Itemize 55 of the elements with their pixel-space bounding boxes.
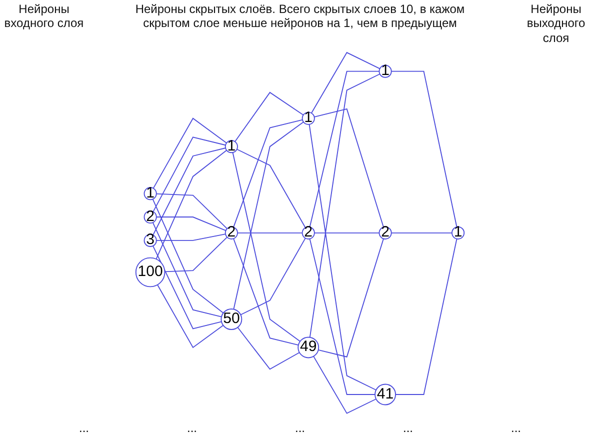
connector (152, 246, 222, 330)
node-circle: 2 (302, 226, 315, 240)
connector (237, 232, 303, 234)
connector (233, 238, 299, 346)
connector (152, 222, 222, 318)
connector (152, 136, 226, 212)
connector (314, 108, 384, 228)
node-circle: 49 (298, 336, 320, 358)
connector (152, 148, 226, 236)
connector (237, 327, 300, 370)
connector (232, 152, 301, 342)
node-circle: 2 (224, 226, 238, 240)
connector (313, 356, 377, 414)
connector (234, 92, 304, 142)
connector (156, 284, 224, 348)
connector (390, 232, 452, 234)
column-heading: Нейроны входного слоя (4, 2, 84, 31)
column-heading: Нейроны скрытых слоёв. Всего скрытых слоев 10, в кажом скрытом слое меньше нейронов на 1, чем в предыущем (135, 2, 465, 31)
connector (156, 216, 226, 232)
connector (240, 238, 306, 316)
connector (236, 148, 306, 228)
connector (156, 194, 228, 230)
connector (156, 150, 228, 260)
connector (390, 71, 458, 228)
ellipsis-text: ... (186, 421, 197, 435)
connector (308, 124, 377, 391)
node-circle: 1 (378, 64, 392, 78)
connector (164, 236, 228, 272)
connector (233, 120, 303, 228)
connector (233, 122, 304, 310)
connector (310, 52, 380, 114)
node-circle: 1 (452, 226, 465, 240)
node-circle: 50 (220, 308, 242, 330)
node-circle: 2 (144, 210, 157, 224)
node-circle: 2 (378, 226, 392, 240)
node-circle: 3 (144, 234, 157, 248)
ellipsis-text: ... (294, 421, 305, 435)
connector (309, 238, 376, 396)
column-heading: Нейроны выходного слоя (526, 2, 586, 46)
ellipsis-text: ... (510, 421, 521, 435)
connector (152, 118, 228, 189)
connector (156, 234, 226, 242)
ellipsis-text: ... (402, 421, 413, 435)
node-circle: 100 (135, 258, 166, 288)
connector (152, 198, 224, 314)
connector (314, 232, 380, 234)
connector (318, 238, 384, 358)
connector (309, 71, 380, 228)
connector (309, 74, 380, 338)
node-circle: 41 (374, 384, 396, 406)
ellipsis-text: ... (78, 421, 89, 435)
node-circle: 1 (144, 187, 157, 200)
node-circle: 1 (302, 112, 315, 126)
node-circle: 1 (224, 140, 238, 154)
connector (395, 238, 458, 396)
